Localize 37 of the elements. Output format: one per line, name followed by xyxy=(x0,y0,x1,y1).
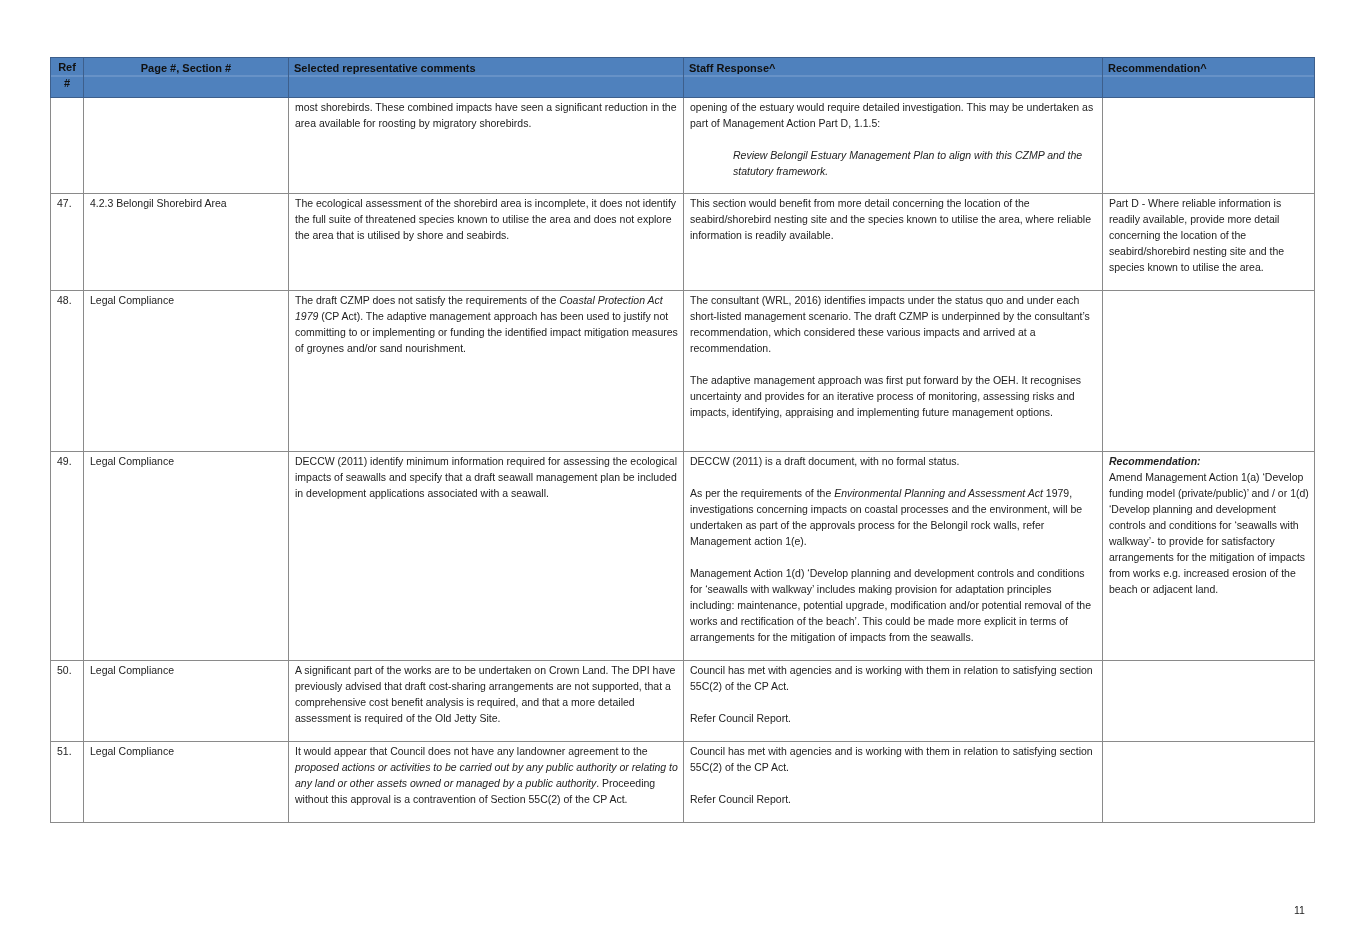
column-header: Staff Response^ xyxy=(688,61,777,76)
response-text: The consultant (WRL, 2016) identifies impacts under the status quo and under each short-listed management scenario. The draft CZMP is underpinned by the consultant’s recommendation, which considered these various impacts and arrived at a recommendation. xyxy=(690,293,1091,356)
response-text: opening of the estuary would require detailed investigation. This may be undertaken as part of Management Action Part D, 1.1.5: xyxy=(690,100,1095,131)
response-text: The adaptive management approach was first put forward by the OEH. It recognises uncertainty and provides for an iterative process of monitoring, assessing risks and impacts, identifying, appraising and implementing future management options. xyxy=(690,373,1083,420)
section-name: 4.2.3 Belongil Shorebird Area xyxy=(90,196,228,211)
response-text: Management Action 1(d) ‘Develop planning and development controls and conditions for ‘seawalls with walkway’ includes making provision for adaptation principles including: maintenance, potential upgrade, modification and/or potential removal of the works and rectification of the beach’. This could be made more explicit in terms of arrangements for the mitigation of impacts from the seawalls. xyxy=(690,566,1092,645)
response-text: DECCW (2011) is a draft document, with no formal status. xyxy=(690,454,961,469)
column-header: Page #, Section # xyxy=(139,61,233,76)
comment-text: DECCW (2011) identify minimum information required for assessing the ecological impacts of seawalls and specify that a draft seawall management plan be included in development applications associated with a seawall. xyxy=(295,454,678,501)
section-name: Legal Compliance xyxy=(90,663,176,678)
column-header: Selected representative comments xyxy=(293,61,477,76)
recommendation-heading: Recommendation: xyxy=(1109,454,1202,469)
ref-number: 49. xyxy=(57,454,73,469)
comment-text: It would appear that Council does not have any landowner agreement to the proposed actions or activities to be carried out by any public authority or relating to any land or other assets owned or managed by a public authority. Proceeding without this approval is a contravention of Section 55C(2) of the CP Act. xyxy=(295,744,678,807)
comment-text: The draft CZMP does not satisfy the requirements of the Coastal Protection Act 1979 (CP Act). The adaptive management approach has been used to justify not committing to or implementing or funding the identified impact mitigation measures of groynes and/or sand nourishment. xyxy=(295,293,678,356)
response-text: This section would benefit from more detail concerning the location of the seabird/shorebird nesting site and the species known to utilise the area, where reliable information is readily available. xyxy=(690,196,1092,243)
comment-text: most shorebirds. These combined impacts have seen a significant reduction in the area available for roosting by migratory shorebirds. xyxy=(295,100,678,131)
column-header: Recommendation^ xyxy=(1107,61,1208,76)
response-text: Refer Council Report. xyxy=(690,711,792,726)
ref-number: 47. xyxy=(57,196,73,211)
response-text: Council has met with agencies and is working with them in relation to satisfying section 55C(2) of the CP Act. xyxy=(690,744,1094,775)
comment-text: The ecological assessment of the shorebird area is incomplete, it does not identify the full suite of threatened species known to utilise the area and does not explore the area that is utilised by shore and seabirds. xyxy=(295,196,678,243)
ref-number: 51. xyxy=(57,744,73,759)
recommendation-text: Amend Management Action 1(a) ‘Develop funding model (private/public)’ and / or 1(d) ‘Develop planning and development controls and conditions for ‘seawalls with walkway’- to provide for satisfactory arrangements for the mitigation of impacts from works e.g. increased erosion of the beach or adjacent land. xyxy=(1109,470,1309,597)
section-name: Legal Compliance xyxy=(90,744,176,759)
section-name: Legal Compliance xyxy=(90,454,176,469)
response-text: Council has met with agencies and is working with them in relation to satisfying section 55C(2) of the CP Act. xyxy=(690,663,1094,694)
ref-number: 48. xyxy=(57,293,73,308)
response-text: Refer Council Report. xyxy=(690,792,792,807)
ref-number: 50. xyxy=(57,663,73,678)
section-name: Legal Compliance xyxy=(90,293,176,308)
page-number: 11 xyxy=(1294,904,1305,916)
comment-text: A significant part of the works are to be undertaken on Crown Land. The DPI have previously advised that draft cost-sharing arrangements are not supported, that a comprehensive cost benefit analysis is required, and that a more detailed assessment is required of the Old Jetty Site. xyxy=(295,663,677,726)
response-text: Review Belongil Estuary Management Plan to align with this CZMP and the statutory framework. xyxy=(732,148,1084,179)
column-header: Ref # xyxy=(57,60,77,91)
recommendation-text: Part D - Where reliable information is readily available, provide more detail concerning the location of the seabird/shorebird nesting site and the species known to utilise the area. xyxy=(1109,196,1286,275)
response-text: As per the requirements of the Environmental Planning and Assessment Act 1979, investigations concerning impacts on coastal processes and the environment, will be undertaken as part of the approvals process for the Belongil rock walls, refer Management action 1(e). xyxy=(690,486,1084,549)
